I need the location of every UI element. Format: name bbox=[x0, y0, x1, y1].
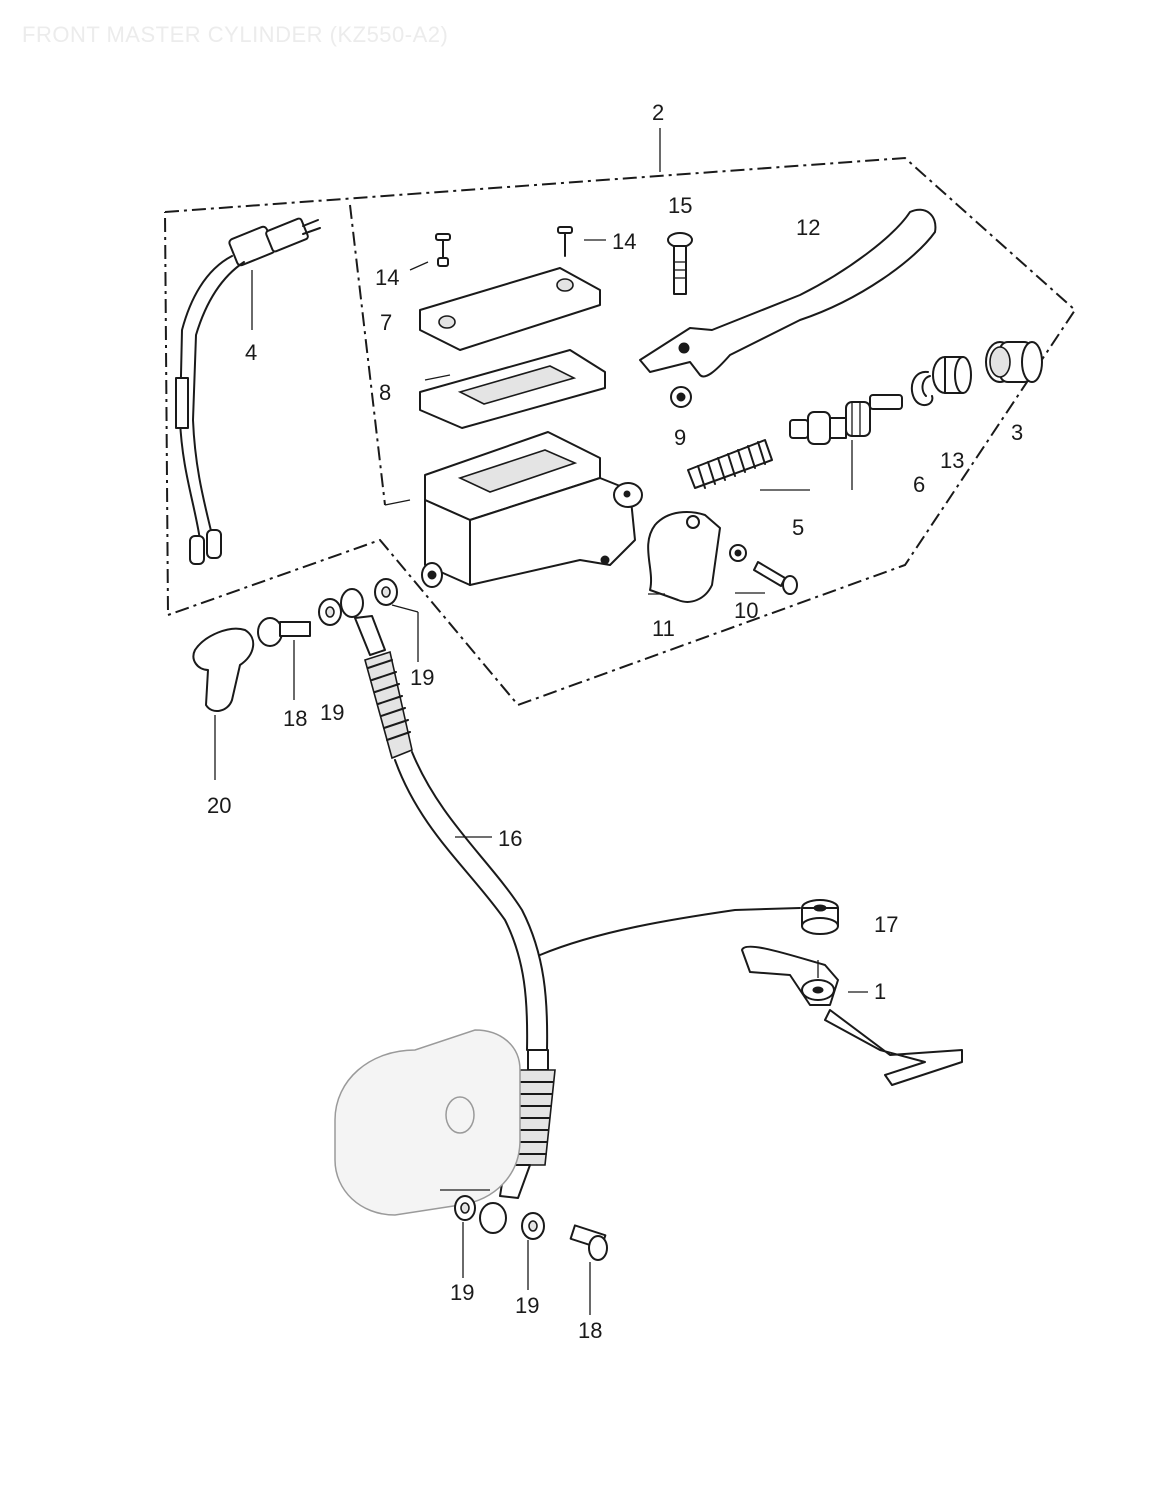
callout-10: 10 bbox=[734, 598, 758, 623]
upper-banjo-fitting bbox=[192, 578, 419, 780]
brake-light-switch bbox=[175, 217, 321, 565]
lever-pivot-bolt bbox=[667, 232, 693, 295]
callout-15: 15 bbox=[668, 193, 692, 218]
brake-caliper bbox=[334, 1029, 521, 1216]
pivot-nut bbox=[670, 386, 692, 408]
callout-labels: 2 15 12 14 14 7 4 8 9 3 13 6 5 10 11 19 … bbox=[207, 100, 1023, 1343]
callout-19-lower-right: 19 bbox=[515, 1293, 539, 1318]
lower-banjo-fitting bbox=[454, 1195, 608, 1315]
callout-17: 17 bbox=[874, 912, 898, 937]
callout-19-upper-left: 19 bbox=[320, 700, 344, 725]
callout-5: 5 bbox=[792, 515, 804, 540]
callout-8: 8 bbox=[379, 380, 391, 405]
reservoir-cap bbox=[419, 267, 601, 351]
callout-7: 7 bbox=[380, 310, 392, 335]
hose-bracket bbox=[539, 899, 963, 1086]
callout-19-upper-right: 19 bbox=[410, 665, 434, 690]
diagram-title: FRONT MASTER CYLINDER (KZ550-A2) bbox=[22, 22, 449, 47]
piston-assembly bbox=[789, 394, 903, 445]
callout-18-lower: 18 bbox=[578, 1318, 602, 1343]
circlip bbox=[910, 370, 934, 407]
piston-spring bbox=[687, 439, 773, 489]
callout-2: 2 bbox=[652, 100, 664, 125]
brake-lever bbox=[639, 208, 937, 378]
callout-14-left: 14 bbox=[375, 265, 399, 290]
reservoir-diaphragm bbox=[419, 349, 606, 429]
callout-20: 20 bbox=[207, 793, 231, 818]
callout-3: 3 bbox=[1011, 420, 1023, 445]
master-cylinder-clamp bbox=[647, 511, 721, 603]
reservoir-cap-screws bbox=[409, 226, 606, 271]
callout-18-upper: 18 bbox=[283, 706, 307, 731]
callout-13: 13 bbox=[940, 448, 964, 473]
callout-14-right: 14 bbox=[612, 229, 636, 254]
callout-12: 12 bbox=[796, 215, 820, 240]
callout-11: 11 bbox=[652, 616, 675, 641]
callout-16: 16 bbox=[498, 826, 522, 851]
callout-9: 9 bbox=[674, 425, 686, 450]
assembly-boundary bbox=[164, 128, 1077, 707]
dust-cover bbox=[985, 341, 1043, 383]
callout-6: 6 bbox=[913, 472, 925, 497]
callout-1: 1 bbox=[874, 979, 886, 1004]
callout-4: 4 bbox=[245, 340, 257, 365]
clamp-bolt bbox=[729, 544, 798, 595]
master-cylinder-body bbox=[421, 431, 643, 588]
callout-19-lower-left: 19 bbox=[450, 1280, 474, 1305]
piston-stop bbox=[932, 356, 972, 394]
